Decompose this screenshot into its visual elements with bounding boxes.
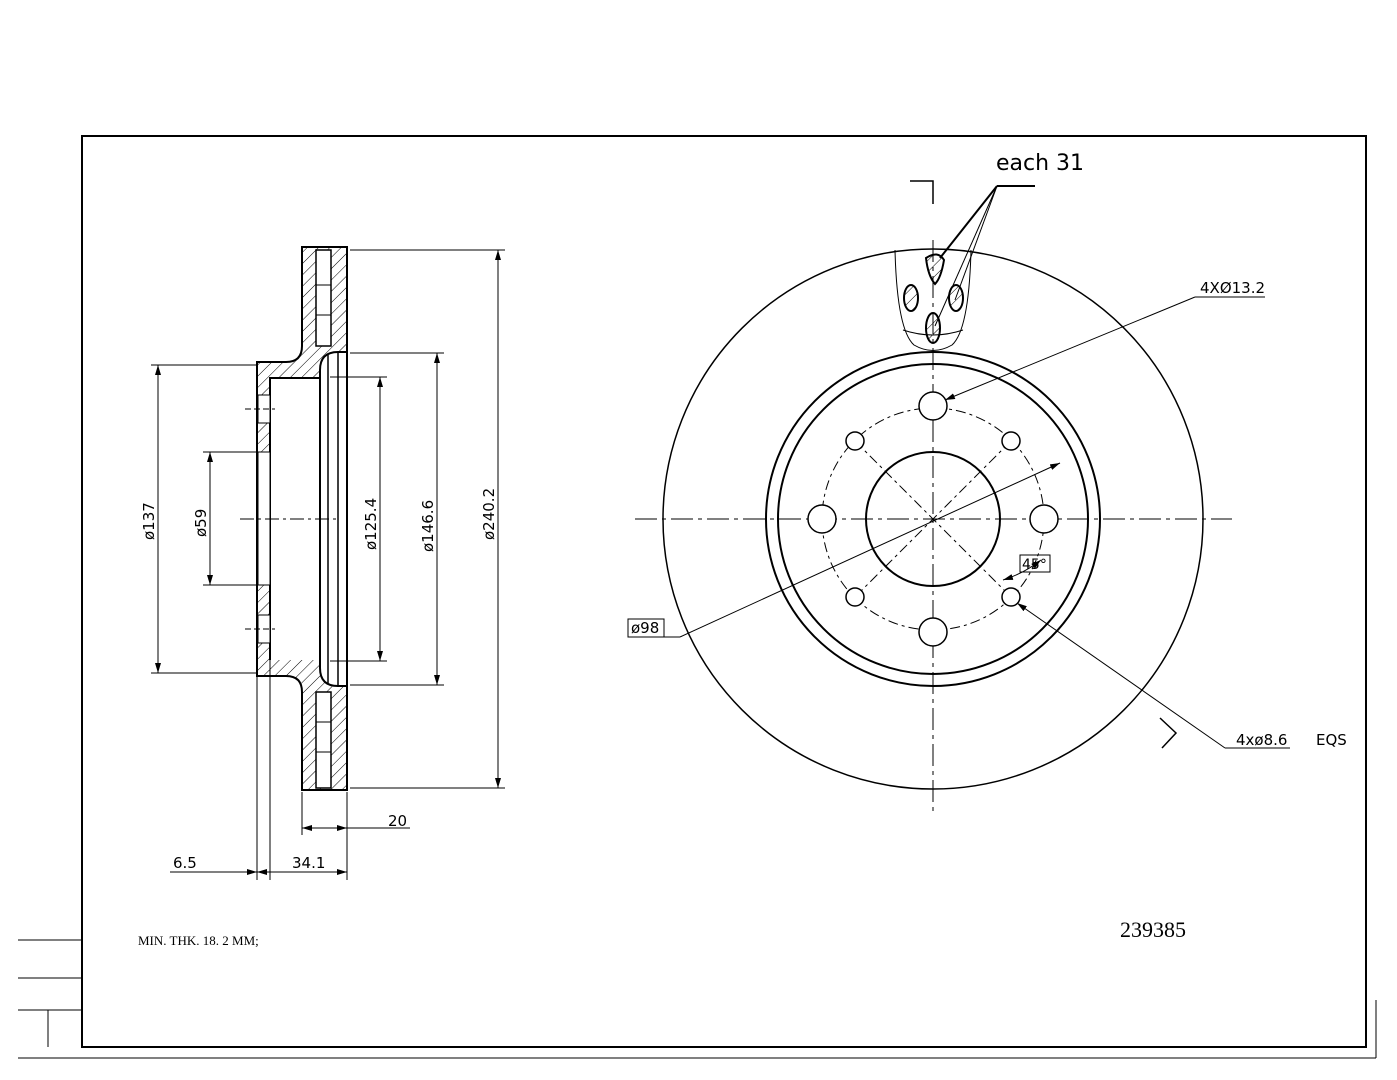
label-eqs: EQS — [1316, 731, 1347, 749]
dim-125: ø125.4 — [362, 498, 380, 550]
dim-offset: 6.5 — [173, 854, 197, 872]
label-small-holes: 4xø8.6 — [1236, 731, 1287, 749]
label-pcd: ø98 — [631, 619, 659, 637]
note-each: each 31 — [996, 151, 1084, 176]
section-dimensions — [151, 249, 505, 880]
dim-59: ø59 — [192, 509, 210, 537]
label-angle: 45° — [1022, 557, 1047, 573]
dim-137: ø137 — [140, 502, 158, 540]
section-view — [240, 246, 348, 791]
dim-outer-diameter: ø240.2 — [480, 488, 498, 540]
dim-146: ø146.6 — [419, 500, 437, 552]
min-thickness-note: MIN. THK. 18. 2 MM; — [138, 933, 259, 948]
front-leaders — [627, 185, 1290, 749]
frame — [18, 135, 1377, 1059]
label-large-holes: 4XØ13.2 — [1200, 279, 1265, 297]
dim-height: 34.1 — [292, 854, 325, 872]
front-view — [635, 180, 1232, 815]
dim-thickness: 20 — [388, 812, 407, 830]
part-number: 239385 — [1120, 917, 1186, 942]
